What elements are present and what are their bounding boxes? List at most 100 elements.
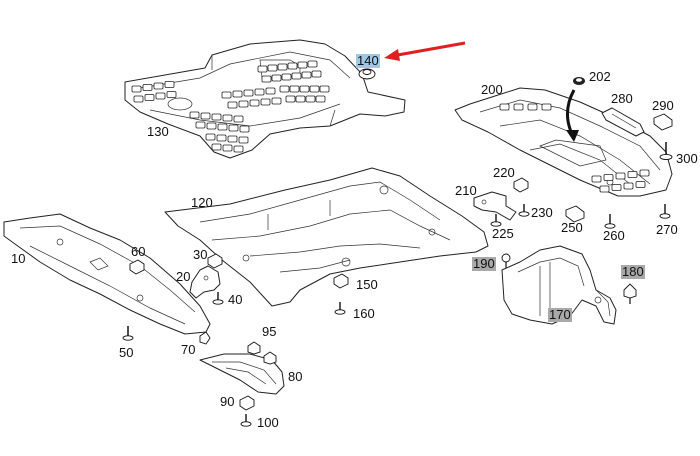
vent-pad xyxy=(297,61,308,69)
part-60-clip[interactable] xyxy=(129,259,145,275)
label-90[interactable]: 90 xyxy=(220,394,235,409)
part-260-bolt[interactable] xyxy=(604,214,616,229)
part-20-bracket[interactable] xyxy=(189,265,221,299)
part-220-clip[interactable] xyxy=(513,177,529,193)
label-225[interactable]: 225 xyxy=(492,226,514,241)
label-10[interactable]: 10 xyxy=(11,251,26,266)
part-130-vents xyxy=(131,60,330,153)
vent-pad xyxy=(265,87,276,95)
part-210-bracket[interactable] xyxy=(473,191,517,221)
label-270[interactable]: 270 xyxy=(656,222,678,237)
label-70[interactable]: 70 xyxy=(181,342,196,357)
part-150-clip[interactable] xyxy=(333,273,349,289)
label-190[interactable]: 190 xyxy=(472,256,496,271)
part-170-liner[interactable] xyxy=(501,245,617,325)
part-200-panel[interactable] xyxy=(454,87,673,197)
vent-pad xyxy=(233,115,244,123)
part-50-bolt[interactable] xyxy=(122,326,134,341)
vent-pad xyxy=(166,91,177,98)
part-280-bracket[interactable] xyxy=(601,107,645,137)
vent-pad xyxy=(200,112,211,120)
vent-pad xyxy=(527,103,538,111)
part-290-clip[interactable] xyxy=(653,113,673,131)
vent-pad xyxy=(189,111,200,119)
part-250-clip[interactable] xyxy=(565,205,585,223)
vent-pad xyxy=(238,100,249,108)
vent-pad xyxy=(305,95,316,103)
vent-pad xyxy=(299,85,310,93)
vent-pad xyxy=(243,89,254,97)
part-100-bolt[interactable] xyxy=(240,414,252,427)
part-300-bolt[interactable] xyxy=(659,142,673,161)
part-70-clip[interactable] xyxy=(199,331,211,345)
vent-pad xyxy=(285,95,296,103)
vent-pad xyxy=(260,98,271,106)
vent-pad xyxy=(239,125,250,133)
part-95-clip[interactable] xyxy=(247,341,277,365)
part-180-clip[interactable] xyxy=(623,283,637,304)
part-30-clip[interactable] xyxy=(207,253,223,269)
vent-pad xyxy=(133,95,144,103)
label-170[interactable]: 170 xyxy=(548,307,572,322)
part-80-panel[interactable] xyxy=(199,353,285,395)
label-180[interactable]: 180 xyxy=(621,264,645,279)
label-200[interactable]: 200 xyxy=(481,82,503,97)
vent-pad xyxy=(249,99,260,107)
label-50[interactable]: 50 xyxy=(119,345,134,360)
vent-pad xyxy=(211,143,222,151)
part-202-grommet[interactable] xyxy=(573,77,585,85)
vent-pad xyxy=(603,174,614,181)
label-250[interactable]: 250 xyxy=(561,220,583,235)
part-225-bolt[interactable] xyxy=(490,214,502,227)
label-150[interactable]: 150 xyxy=(356,277,378,292)
part-140-plug[interactable] xyxy=(358,68,376,80)
label-40[interactable]: 40 xyxy=(228,292,243,307)
label-130[interactable]: 130 xyxy=(147,124,169,139)
label-290[interactable]: 290 xyxy=(652,98,674,113)
part-90-clip[interactable] xyxy=(239,395,255,411)
part-120-panel[interactable] xyxy=(164,167,489,307)
part-270-bolt[interactable] xyxy=(659,204,671,219)
black-arrow xyxy=(566,89,579,142)
label-280[interactable]: 280 xyxy=(611,91,633,106)
label-95[interactable]: 95 xyxy=(262,324,277,339)
label-30[interactable]: 30 xyxy=(193,247,208,262)
label-300[interactable]: 300 xyxy=(676,151,698,166)
vent-pad xyxy=(205,133,216,141)
part-40-bolt[interactable] xyxy=(212,292,224,305)
label-20[interactable]: 20 xyxy=(176,269,191,284)
vent-pad xyxy=(261,75,272,83)
vent-pad xyxy=(591,175,602,183)
vent-pad xyxy=(222,114,233,122)
part-190-clip[interactable] xyxy=(501,253,511,268)
label-230[interactable]: 230 xyxy=(531,205,553,220)
label-100[interactable]: 100 xyxy=(257,415,279,430)
vent-pad xyxy=(195,121,206,129)
vent-pad xyxy=(499,103,510,111)
label-140[interactable]: 140 xyxy=(356,53,380,68)
vent-pad xyxy=(142,84,153,91)
vent-pad xyxy=(289,85,300,93)
vent-pad xyxy=(295,95,306,103)
vent-pad xyxy=(623,182,634,190)
part-230-bolt[interactable] xyxy=(518,204,530,217)
vent-pad xyxy=(271,74,282,82)
vent-pad xyxy=(611,184,622,191)
label-60[interactable]: 60 xyxy=(131,244,146,259)
label-210[interactable]: 210 xyxy=(455,183,477,198)
vent-pad xyxy=(238,136,249,144)
label-160[interactable]: 160 xyxy=(353,306,375,321)
vent-pad xyxy=(639,169,650,177)
label-220[interactable]: 220 xyxy=(493,165,515,180)
part-160-bolt[interactable] xyxy=(334,302,346,315)
label-120[interactable]: 120 xyxy=(191,195,213,210)
label-80[interactable]: 80 xyxy=(288,369,303,384)
vent-pad xyxy=(131,85,142,93)
vent-pad xyxy=(254,88,265,96)
label-202[interactable]: 202 xyxy=(589,69,611,84)
vent-pad xyxy=(541,103,552,111)
label-260[interactable]: 260 xyxy=(603,228,625,243)
vent-pad xyxy=(211,113,222,121)
vent-pad xyxy=(281,73,292,81)
